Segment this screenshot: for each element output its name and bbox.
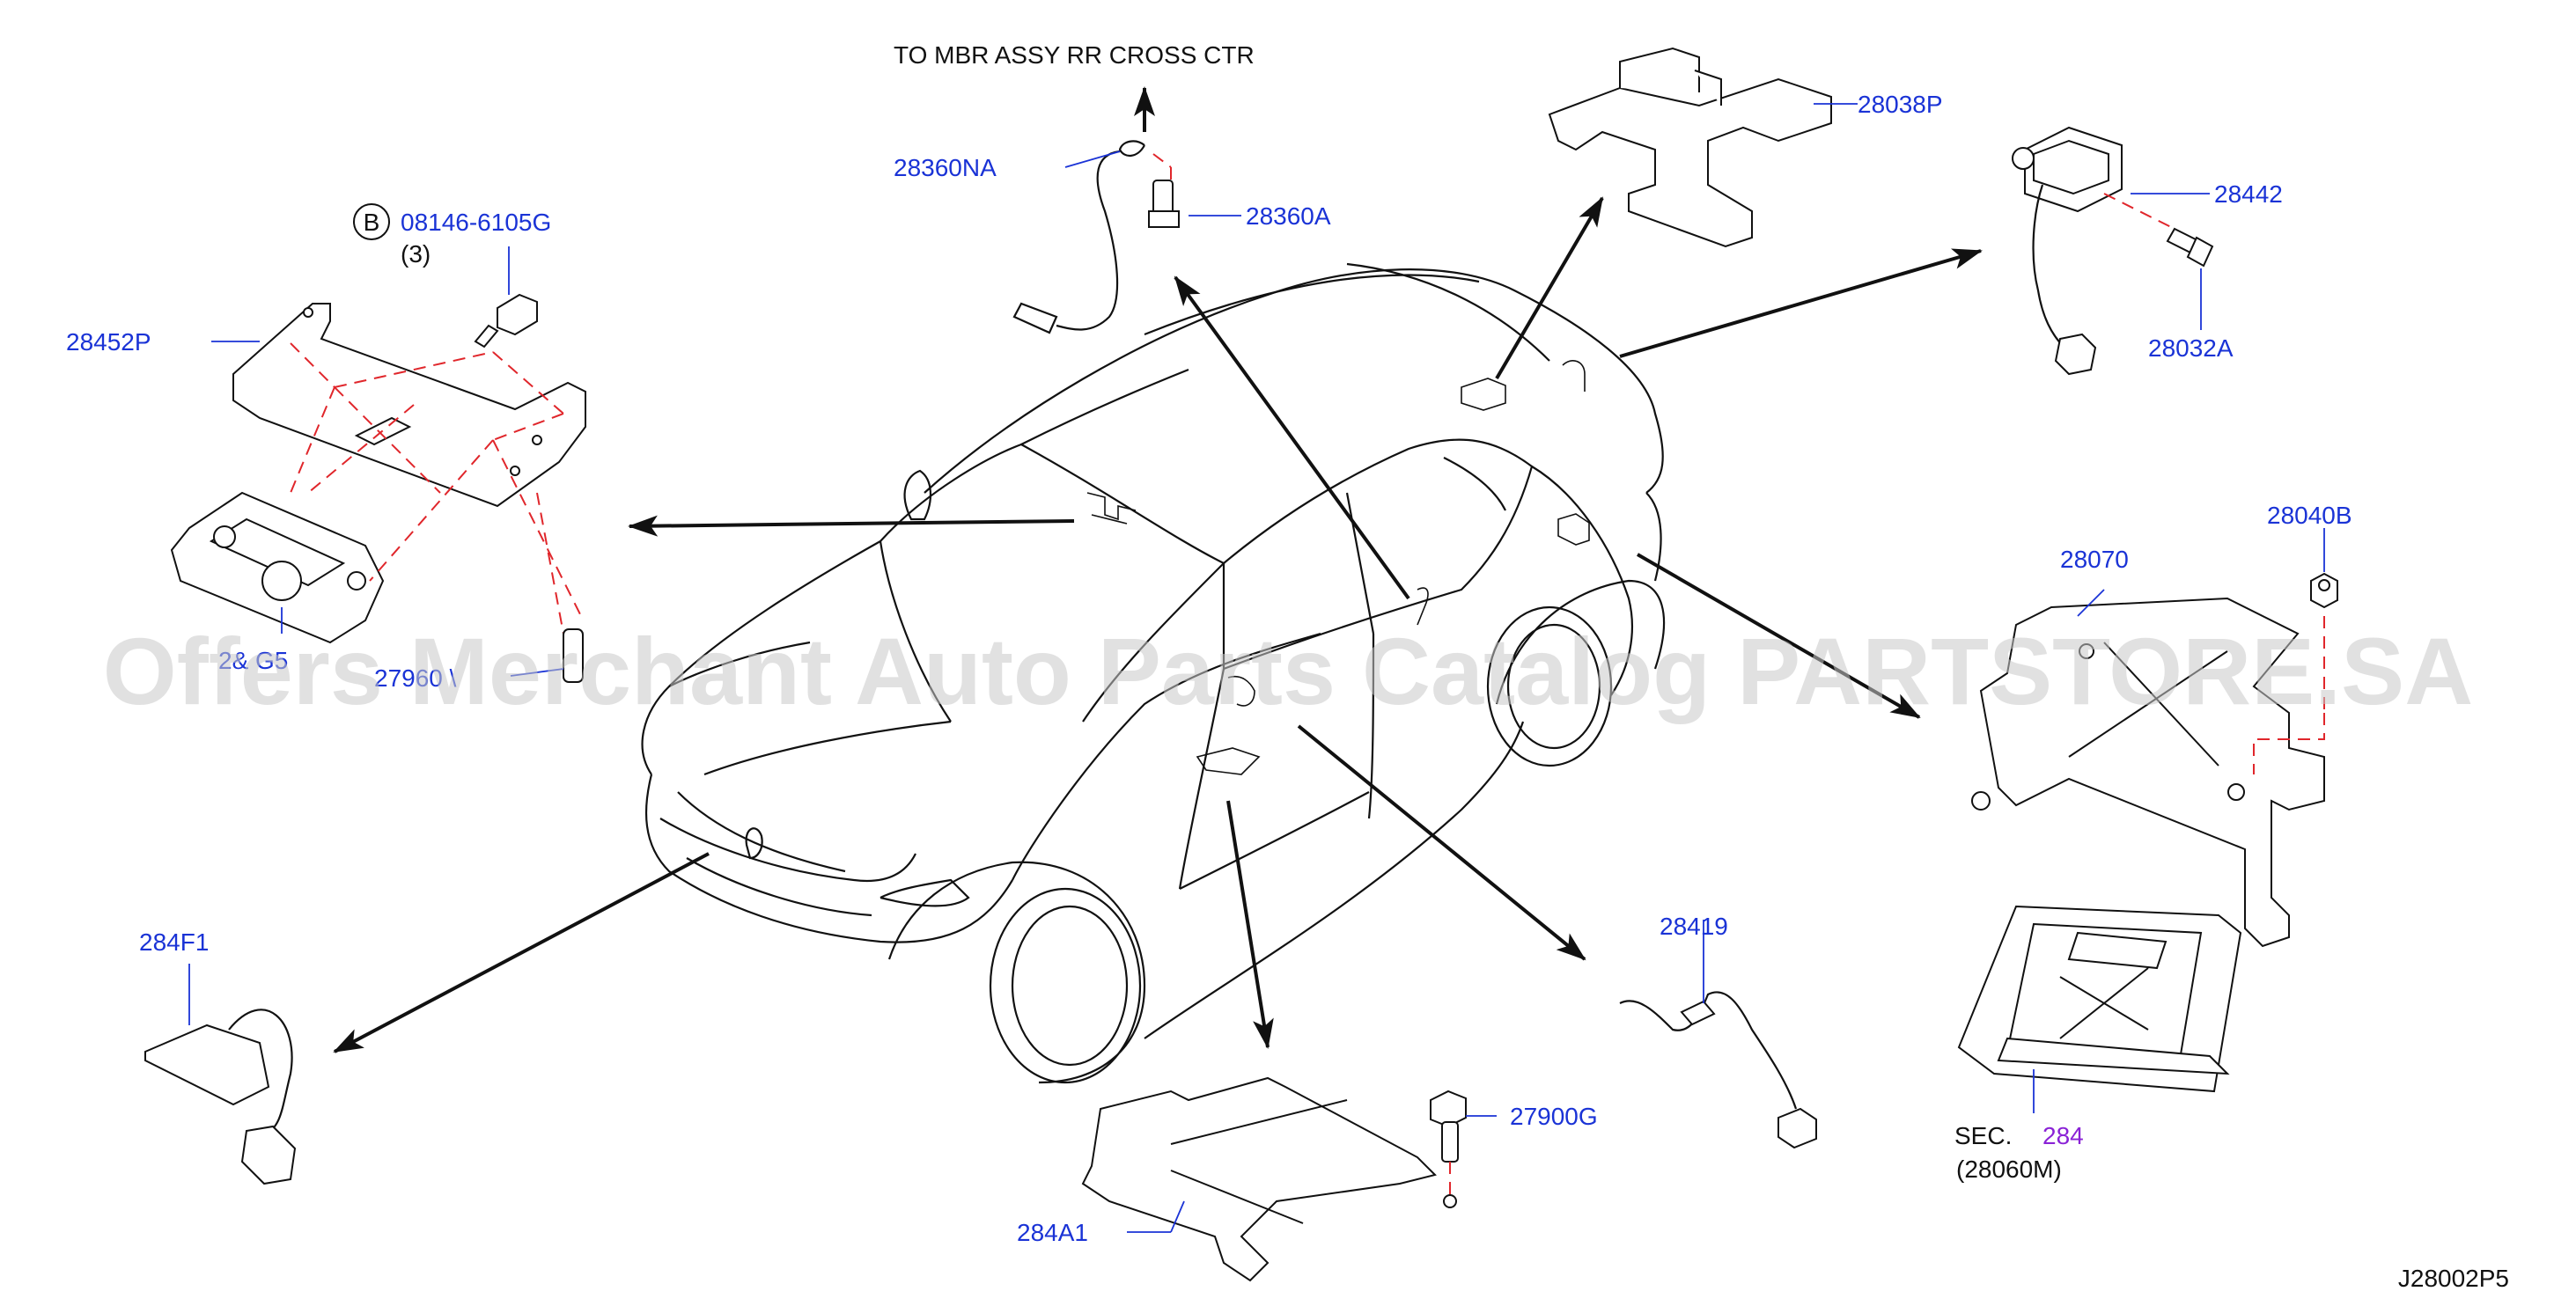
label-27900G[interactable]: 27900G [1510,1103,1598,1130]
label-28442[interactable]: 28442 [2214,180,2283,208]
label-28040B[interactable]: 28040B [2267,502,2352,529]
sec-number-link[interactable]: 284 [2042,1122,2084,1149]
bolt-28032A[interactable] [2166,227,2214,268]
bracket-28452P[interactable] [232,303,586,508]
vehicle-outline [641,262,1666,1084]
label-27960-partial[interactable]: 27960 \ [374,664,457,692]
cable-28419[interactable] [1619,991,1817,1149]
label-28360A[interactable]: 28360A [1246,202,1331,230]
vehicle-mounted-parts [1086,360,1590,775]
label-284A1[interactable]: 284A1 [1017,1219,1088,1246]
label-28360NA[interactable]: 28360NA [894,154,997,181]
bolt-27900G[interactable] [1430,1090,1467,1163]
nut-28040B[interactable] [2310,572,2338,609]
sensor-28442[interactable] [2012,126,2123,376]
label-08146-6105G[interactable]: 08146-6105G [401,209,551,236]
module-27960[interactable] [170,491,385,644]
bracket-dashed-guides [290,342,582,635]
top-destination-note: TO MBR ASSY RR CROSS CTR [894,41,1255,69]
label-28070[interactable]: 28070 [2060,546,2129,573]
section-reference[interactable]: SEC. 284 (28060M) [1954,1122,2084,1183]
label-28419[interactable]: 28419 [1660,913,1728,940]
bolt-08146-6105G[interactable] [474,293,538,349]
bolt-circle-letter: B [364,209,380,236]
pin-27960[interactable] [563,628,584,683]
sec-prefix: SEC. [1954,1122,2012,1149]
bolt-quantity: (3) [401,240,431,268]
bracket-28070[interactable] [1971,597,2325,948]
control-unit-28060M[interactable] [1957,905,2242,1093]
sensor-284F1[interactable] [144,1009,297,1185]
bracket-284A1[interactable] [1081,1076,1437,1282]
label-partial-left[interactable]: 2& G5 [218,647,288,674]
label-284F1[interactable]: 284F1 [139,928,209,956]
watermark: Offers Merchant Auto Parts Catalog PARTS… [103,618,2473,724]
ground-cable-28360NA[interactable] [1012,140,1145,334]
leader-lines [188,103,2325,1233]
diagram-code: J28002P5 [2398,1265,2509,1292]
bolt-28360A[interactable] [1148,180,1180,228]
label-28038P[interactable]: 28038P [1858,91,1943,118]
label-28452P[interactable]: 28452P [66,328,151,356]
bracket-28038P[interactable] [1548,47,1832,248]
sec-sub-part: (28060M) [1956,1156,2062,1183]
label-28032A[interactable]: 28032A [2148,334,2234,362]
bolt-reference-08146-6105G[interactable]: B 08146-6105G (3) [353,203,551,268]
pointer-arrows [333,86,1983,1053]
